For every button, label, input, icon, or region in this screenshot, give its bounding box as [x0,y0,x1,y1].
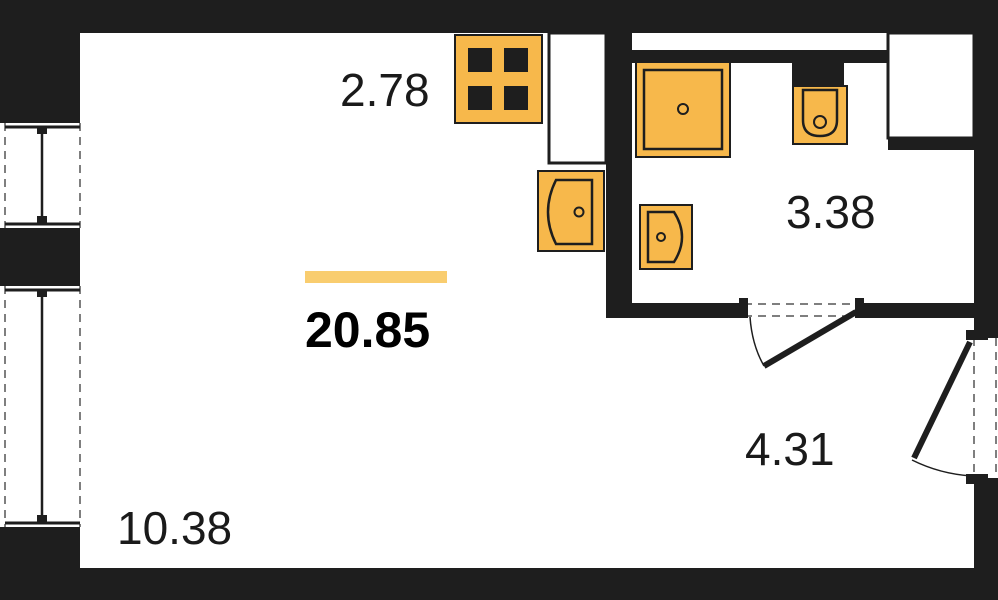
bathroom-door [739,298,864,369]
toilet-icon [792,85,848,145]
entrance-door [911,330,997,484]
interior-walls [606,33,974,318]
room-area-living: 10.38 [117,502,233,554]
window-left-lower [4,286,81,527]
total-area-label: 20.85 [305,302,431,358]
total-area-accent-bar [305,271,447,283]
bathroom-cabinet [886,31,976,140]
stove-icon [454,34,543,124]
shower-tray-icon [635,61,731,158]
room-area-hall: 4.31 [745,423,835,475]
room-area-bathroom: 3.38 [786,186,876,238]
kitchen-sink-icon [537,170,605,252]
kitchen-cabinet [547,31,608,165]
room-area-kitchen: 2.78 [340,64,430,116]
washbasin-icon [639,204,693,270]
window-left-upper [4,123,81,228]
